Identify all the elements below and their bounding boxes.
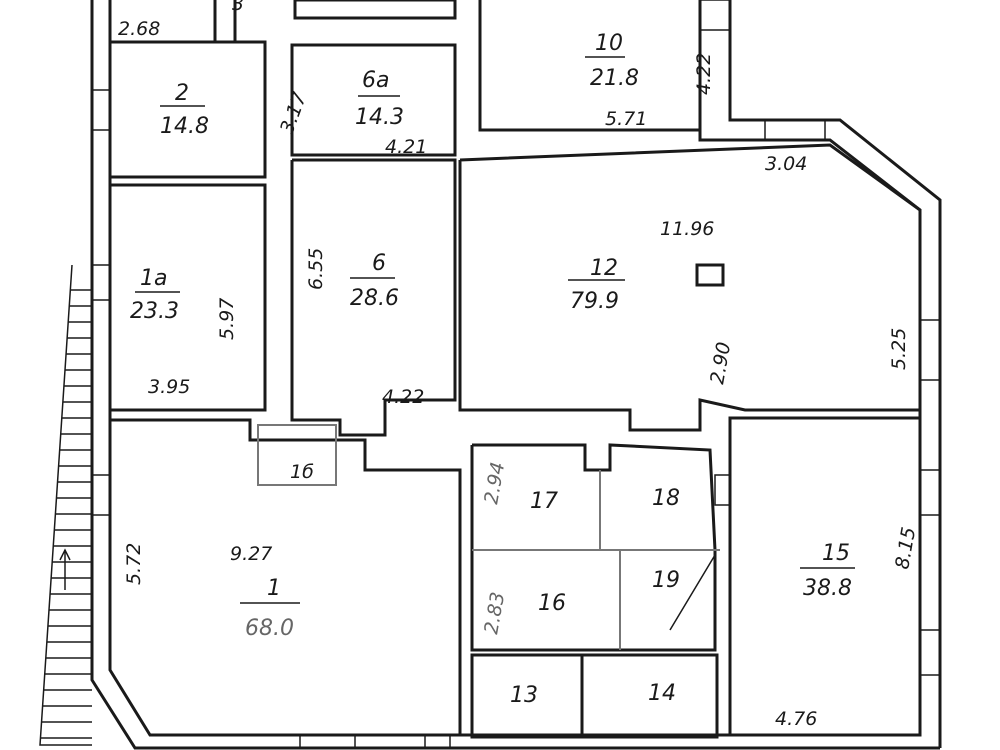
room-walls <box>108 0 922 739</box>
dim-label: 11.96 <box>660 218 714 240</box>
dim-label: 2.94 <box>480 460 509 505</box>
outer-walls <box>90 0 942 750</box>
room-6-id: 6 <box>372 251 386 276</box>
room-15-id: 15 <box>822 541 850 566</box>
room-10-area: 21.8 <box>590 66 639 91</box>
dim-label: 3.17 <box>276 89 311 136</box>
dim-label: 2.83 <box>480 590 509 635</box>
room-3-id: 3 <box>232 0 244 15</box>
room-6a-id: 6a <box>362 68 389 93</box>
dim-label: 5.97 <box>216 298 238 340</box>
room-2-area: 14.8 <box>160 114 209 139</box>
dim-label: 5.72 <box>123 543 145 585</box>
room-13-id: 13 <box>510 683 538 708</box>
room-14-id: 14 <box>648 681 676 706</box>
room-10-id: 10 <box>595 31 623 56</box>
dim-label: 3.95 <box>148 376 190 398</box>
room-19-id: 19 <box>652 568 680 593</box>
dim-label: 9.27 <box>230 543 272 565</box>
room-15-area: 38.8 <box>803 576 852 601</box>
room-1a-area: 23.3 <box>130 299 179 324</box>
room-18-id: 18 <box>652 486 680 511</box>
room-17-id: 17 <box>530 489 558 514</box>
dim-label: 6.55 <box>305 248 327 290</box>
room-16-id: 16 <box>538 591 566 616</box>
room-1a-id: 1a <box>140 266 167 291</box>
dim-label: 8.15 <box>891 525 920 570</box>
room-1-id: 1 <box>267 576 281 601</box>
room-6-area: 28.6 <box>350 286 399 311</box>
room-6a-area: 14.3 <box>355 105 404 130</box>
dimension-labels: 2.68 3.17 4.21 4.22 5.71 3.04 11.96 5.97… <box>118 18 920 730</box>
dim-label: 4.22 <box>382 386 424 408</box>
dim-label: 2.90 <box>706 340 735 385</box>
room-1b-id: 1б <box>290 461 314 483</box>
dim-label: 4.21 <box>385 136 427 158</box>
dim-label: 4.76 <box>775 708 817 730</box>
windows <box>91 0 941 749</box>
dim-label: 3.04 <box>765 153 807 175</box>
dim-label: 5.71 <box>605 108 647 130</box>
dim-label: 5.25 <box>888 328 910 370</box>
dim-label: 2.68 <box>118 18 160 40</box>
room-1-area: 68.0 <box>245 616 294 641</box>
room-labels: 2 14.8 6a 14.3 10 21.8 1a 23.3 6 28.6 12… <box>130 0 855 708</box>
dim-label: 4.22 <box>693 53 715 95</box>
exterior-stair <box>39 264 92 746</box>
room-12-area: 79.9 <box>570 289 619 314</box>
room-12-id: 12 <box>590 256 618 281</box>
room-2-id: 2 <box>175 81 189 106</box>
